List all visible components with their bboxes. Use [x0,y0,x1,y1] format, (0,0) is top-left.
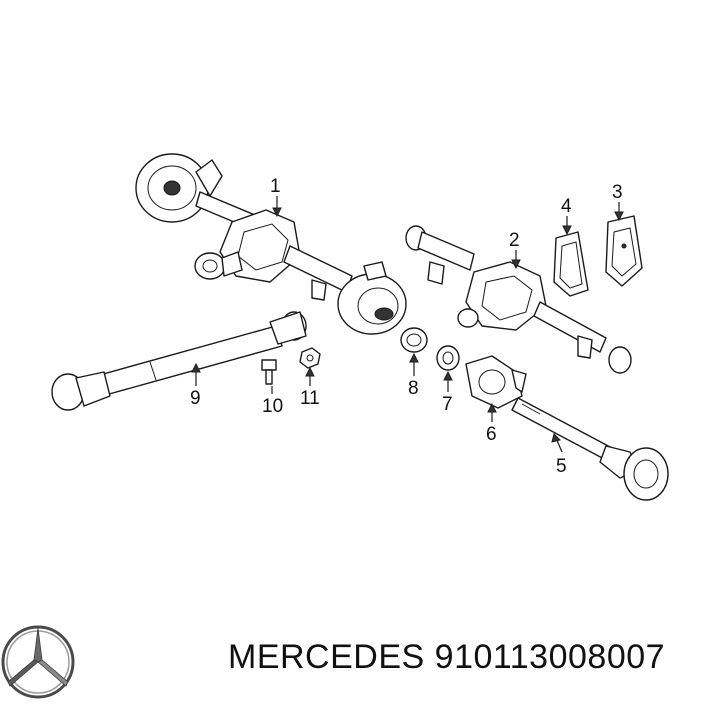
brand-name: MERCEDES [228,638,425,676]
flange-nut [299,347,321,369]
drive-shaft [51,311,307,411]
front-axle-assembly [135,153,407,335]
callout-10: 10 [262,396,283,417]
wheel-bearing [436,345,460,371]
callout-2: 2 [509,230,520,251]
mercedes-star-icon [1,625,75,699]
callout-1: 1 [270,176,281,197]
leader-arrows [191,196,624,453]
brand-part-number: MERCEDES 910113008007 [228,638,665,677]
rear-axle-assembly [405,225,632,374]
cover-gasket [553,231,589,297]
callout-11: 11 [300,388,320,409]
callout-6: 6 [486,424,497,445]
bearing-retainer [465,355,527,409]
callout-3: 3 [612,182,623,203]
differential-cover [605,215,643,287]
part-number: 910113008007 [434,638,666,676]
shaft-seal [400,327,428,353]
callout-7: 7 [442,394,453,415]
axle-shaft [511,397,669,501]
callout-9: 9 [190,388,201,409]
flange-bolt [261,359,277,385]
callout-4: 4 [561,196,572,217]
callout-5: 5 [556,456,567,477]
callout-labels: 1 2 3 4 5 6 7 8 9 10 11 [190,176,623,477]
callout-8: 8 [408,378,419,399]
